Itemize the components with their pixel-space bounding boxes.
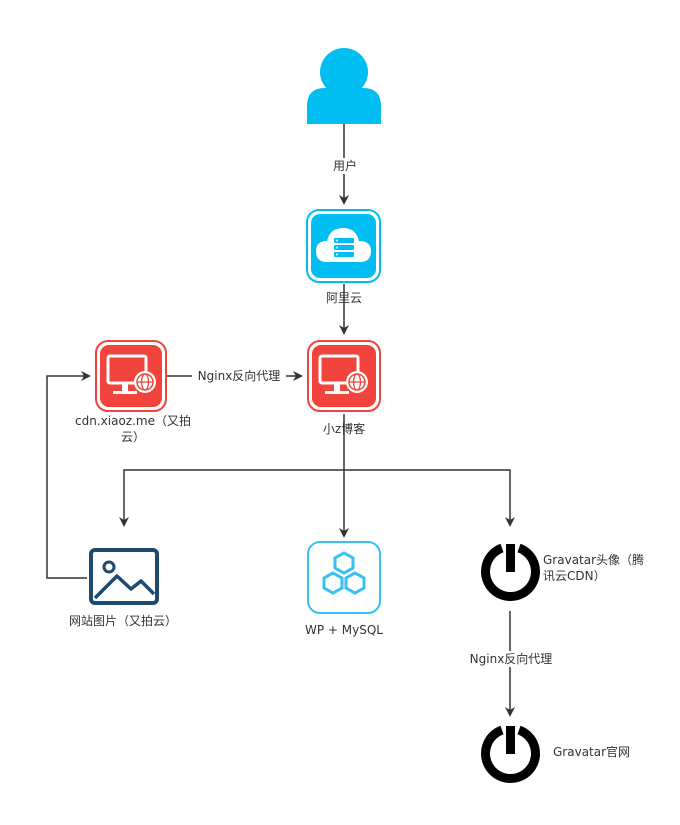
edge-label-user: 用户	[329, 158, 361, 174]
edge-label-gravatar-proxy: Nginx反向代理	[464, 651, 558, 667]
db-label: WP + MySQL	[305, 623, 383, 637]
aliyun-label: 阿里云	[325, 291, 362, 305]
gravatar-icon	[481, 543, 540, 601]
hexagons-icon	[307, 541, 381, 614]
images-label: 网站图片（又拍云）	[68, 614, 177, 628]
web-server-icon	[307, 340, 381, 412]
gravatar-official-label: Gravatar官网	[553, 745, 631, 759]
gravatar-icon	[481, 725, 540, 783]
edge-images-cdn	[46, 371, 91, 579]
gravatar-cdn-label: Gravatar头像（腾讯云CDN）	[543, 553, 645, 583]
blog-label: 小z博客	[322, 422, 366, 436]
edge-blog-images	[119, 469, 344, 527]
web-server-icon	[95, 340, 167, 412]
edge-label-nginx-proxy: Nginx反向代理	[192, 368, 286, 384]
edge-blog-gravatar	[344, 469, 515, 527]
cdn-label: cdn.xiaoz.me（又拍云）	[75, 414, 191, 444]
cloud-server-icon	[306, 209, 381, 283]
image-icon	[89, 548, 159, 605]
user-icon	[307, 48, 381, 124]
